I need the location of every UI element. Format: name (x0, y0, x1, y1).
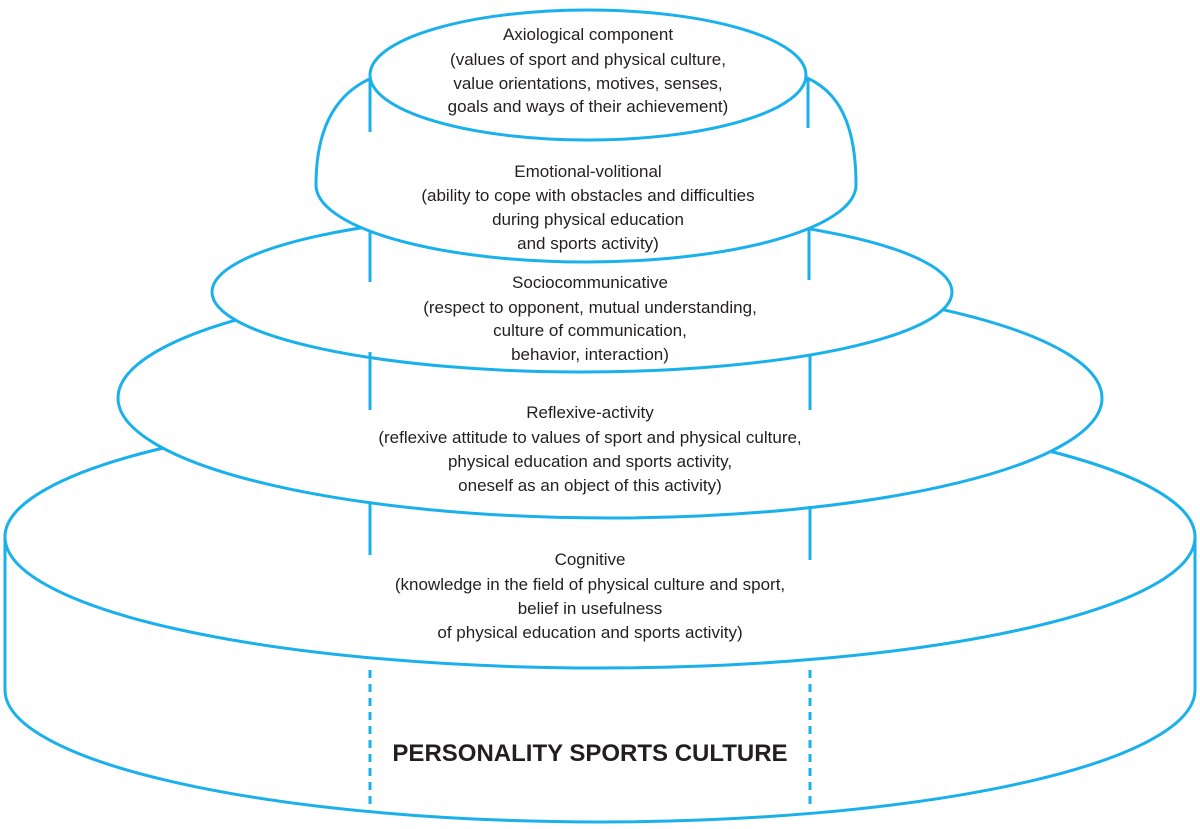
layer-desc: behavior, interaction) (511, 345, 669, 364)
layer-desc: goals and ways of their achievement) (448, 97, 729, 116)
layer-heading: Sociocommunicative (512, 273, 668, 292)
layer-desc: (reflexive attitude to values of sport a… (378, 428, 801, 447)
layer-desc: value orientations, motives, senses, (453, 74, 722, 93)
layer-heading: Emotional-volitional (514, 162, 661, 181)
layer-desc: physical education and sports activity, (448, 452, 732, 471)
layer-desc: of physical education and sports activit… (437, 623, 742, 642)
layer-desc: culture of communication, (493, 321, 687, 340)
layer-desc: belief in usefulness (518, 599, 663, 618)
diagram-title: PERSONALITY SPORTS CULTURE (392, 740, 787, 767)
layer-desc: oneself as an object of this activity) (458, 476, 722, 495)
layer-desc: and sports activity) (517, 234, 659, 253)
layer-desc: (knowledge in the field of physical cult… (395, 575, 785, 594)
layer-desc: (values of sport and physical culture, (450, 50, 726, 69)
layer-heading: Axiological component (503, 25, 673, 44)
axiological-layer (368, 8, 808, 142)
layer-desc: (respect to opponent, mutual understandi… (423, 298, 757, 317)
layer-heading: Cognitive (555, 550, 626, 569)
layer-desc: during physical education (492, 210, 684, 229)
layer-heading: Reflexive-activity (526, 403, 654, 422)
layer-desc: (ability to cope with obstacles and diff… (421, 186, 754, 205)
